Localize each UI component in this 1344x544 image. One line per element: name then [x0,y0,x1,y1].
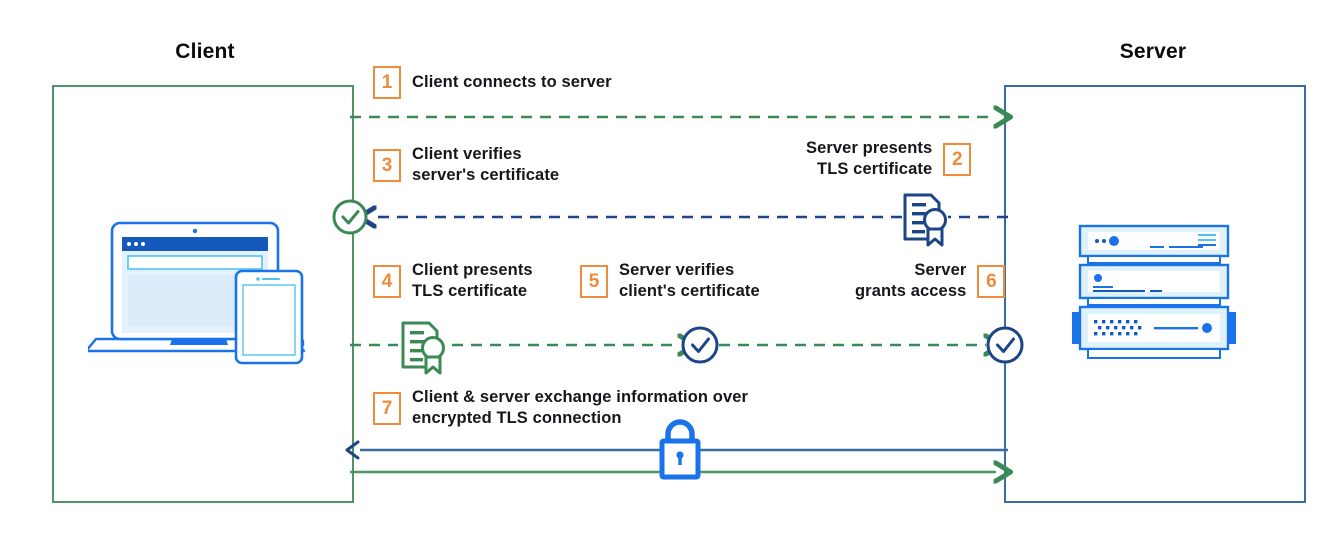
step-text-1: Client connects to server [412,73,612,91]
step-text-5: Server verifies client's certificate [619,261,760,300]
step-number-7: 7 [373,391,401,425]
step-text-2: Server presents TLS certificate [806,139,933,178]
server-rack-icon [1072,224,1236,359]
step-7-label: 7 Client & server exchange information o… [373,387,748,429]
step-number-5: 5 [580,264,608,298]
step-5-label: 5 Server verifies client's certificate [580,260,760,302]
step-number-6: 6 [977,264,1006,298]
laptop-and-phone-icon [88,221,306,365]
step-2-label: Server presents TLS certificate 2 [806,138,972,180]
certificate-icon-client [401,321,445,375]
step-text-4: Client presents TLS certificate [412,261,533,300]
step-number-3: 3 [373,148,401,182]
step-text-7: Client & server exchange information ove… [412,388,749,427]
arrow-step-7-inbound [345,440,1008,460]
step-1-label: 1 Client connects to server [373,66,612,99]
step-number-2: 2 [943,142,972,176]
step-number-1: 1 [373,66,401,99]
server-title: Server [1119,40,1187,63]
step-4-label: 4 Client presents TLS certificate [373,260,533,302]
check-circle-icon-grant-access [986,326,1024,364]
lock-icon [659,419,701,480]
client-zone-frame [52,85,354,503]
check-circle-icon-server-verify [681,326,719,364]
step-text-3: Client verifies server's certificate [412,145,560,184]
client-title: Client [175,40,235,63]
check-circle-icon-client-verify [332,199,368,235]
step-text-6: Server grants access [855,261,967,300]
step-number-4: 4 [373,264,401,298]
certificate-icon-server [903,193,947,247]
step-6-label: Server grants access 6 [855,260,1006,302]
step-3-label: 3 Client verifies server's certificate [373,144,559,186]
